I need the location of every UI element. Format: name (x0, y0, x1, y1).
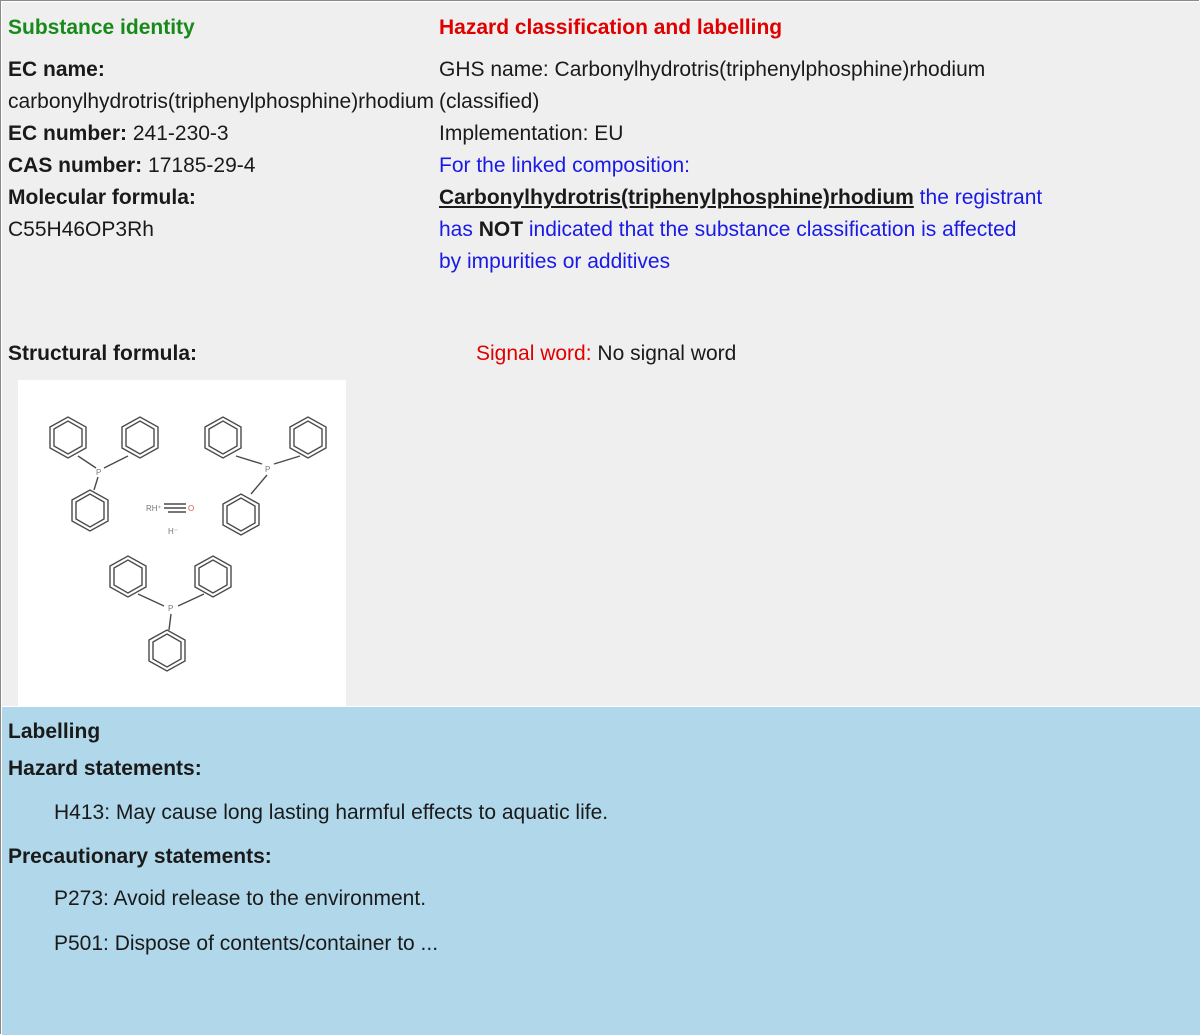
substance-identity-section: Substance identity EC name: carbonylhydr… (8, 10, 434, 246)
signal-word-row: Signal word: No signal word (476, 335, 736, 373)
structural-formula-image: P P P RH⁺ O H⁻ (18, 380, 346, 708)
hazard-classification-section: Hazard classification and labelling GHS … (439, 10, 1199, 278)
cas-number-row: CAS number: 17185-29-4 (8, 150, 418, 182)
not-word: NOT (478, 218, 524, 241)
molecular-formula-label: Molecular formula: (8, 186, 196, 209)
hydride-atom-label: H⁻ (168, 527, 178, 536)
phosphine-group-3 (109, 555, 232, 672)
phosphorus-atom-label-3: P (168, 604, 173, 613)
structural-formula-label: Structural formula: (8, 342, 198, 365)
linked-composition-label: For the linked composition: (439, 154, 690, 177)
ghs-name: GHS name: Carbonylhydrotris(triphenylpho… (439, 58, 986, 81)
ec-number-value: 241-230-3 (132, 122, 229, 145)
ec-number-row: EC number: 241-230-3 (8, 118, 418, 150)
phosphine-group-2 (204, 416, 327, 536)
composition-row-3: by impurities or additives (439, 250, 671, 273)
molecule-structure-diagram: P P P RH⁺ O H⁻ (49, 416, 327, 672)
cas-number-label: CAS number: (8, 154, 143, 177)
hazard-statements-label: Hazard statements: (8, 757, 202, 780)
signal-word-label: Signal word: (476, 342, 592, 365)
labelling-panel: Labelling Hazard statements: H413: May c… (2, 707, 1200, 1035)
substance-identity-heading: Substance identity (8, 16, 195, 39)
ec-name-label: EC name: (8, 58, 105, 81)
ghs-name-suffix: (classified) (439, 90, 540, 113)
phosphorus-atom-label-2: P (265, 465, 270, 474)
rhodium-atom-label: RH⁺ (146, 504, 162, 513)
hazard-statement-h413: H413: May cause long lasting harmful eff… (54, 801, 609, 824)
oxygen-atom-label: O (188, 504, 194, 513)
precautionary-statements-label: Precautionary statements: (8, 845, 272, 868)
registrant-text-1: the registrant (913, 186, 1043, 209)
cas-number-value: 17185-29-4 (148, 154, 256, 177)
composition-row-1: Carbonylhydrotris(triphenylphosphine)rho… (439, 182, 1199, 214)
registrant-text-2: has (439, 218, 479, 241)
registrant-text-3: indicated that the substance classificat… (523, 218, 1017, 241)
composition-link[interactable]: Carbonylhydrotris(triphenylphosphine)rho… (439, 186, 914, 209)
molecular-formula-value: C55H46OP3Rh (8, 218, 154, 241)
implementation: Implementation: EU (439, 122, 624, 145)
labelling-heading: Labelling (8, 720, 101, 743)
hazard-classification-heading: Hazard classification and labelling (439, 16, 783, 39)
precautionary-statement-p273: P273: Avoid release to the environment. (54, 887, 427, 910)
ec-name-value: carbonylhydrotris(triphenylphosphine)rho… (8, 90, 435, 113)
phosphorus-atom-label-1: P (96, 468, 101, 477)
precautionary-statement-p501: P501: Dispose of contents/container to .… (54, 932, 439, 955)
composition-row-2: has NOT indicated that the substance cla… (439, 214, 1199, 246)
ec-number-label: EC number: (8, 122, 128, 145)
signal-word-value: No signal word (591, 342, 737, 365)
identity-panel: Substance identity EC name: carbonylhydr… (2, 2, 1200, 708)
phosphine-group-1 (49, 416, 159, 532)
